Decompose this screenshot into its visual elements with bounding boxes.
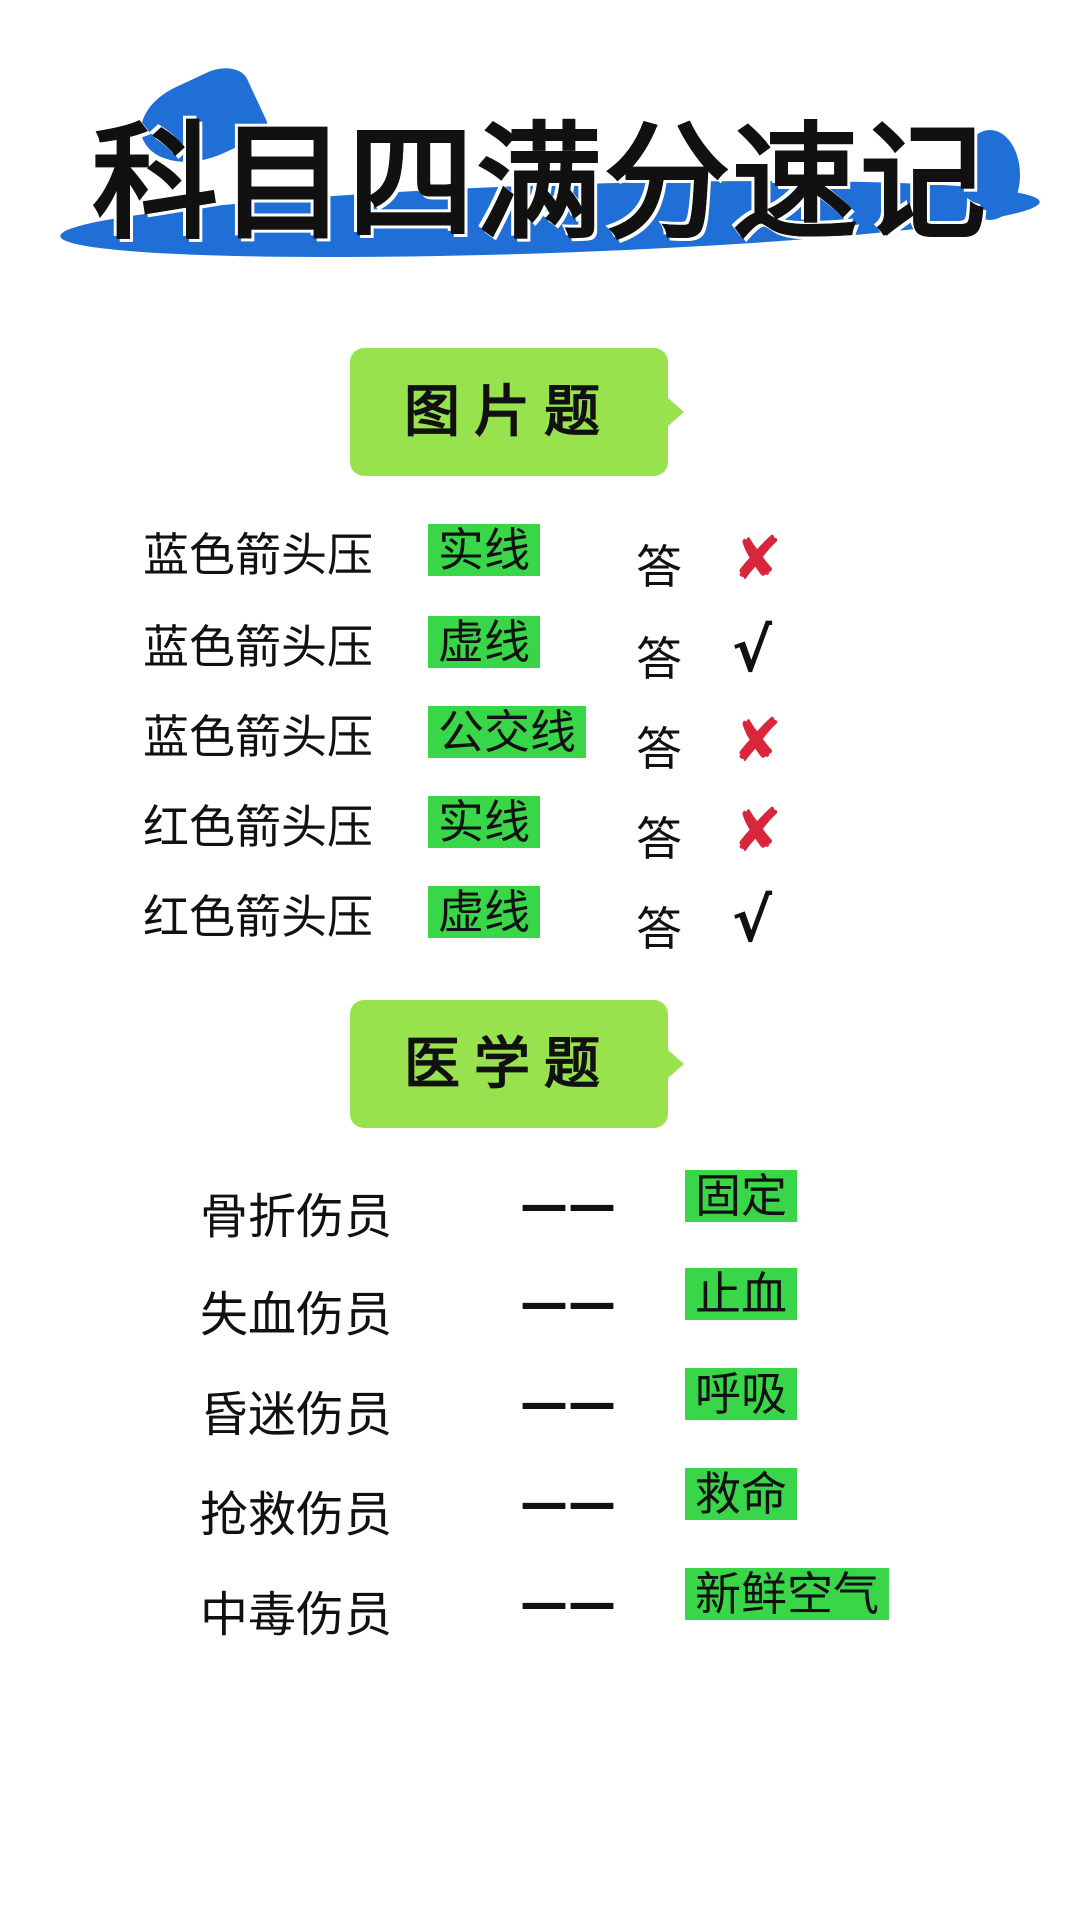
list-item: 红色箭头压 虚线 答 √ [0,882,1080,956]
row-prefix: 蓝色箭头压 [143,710,373,764]
casualty-type: 骨折伤员 [200,1189,393,1245]
dash-separator: —— [520,1575,616,1631]
treatment-tag: 止血 [685,1268,797,1320]
section-label-picture: 图片题 [350,348,684,476]
answer-label: 答 [636,902,682,956]
dash-separator: —— [520,1275,616,1331]
dash-separator: —— [520,1475,616,1531]
row-prefix: 红色箭头压 [143,800,373,854]
line-type-tag: 实线 [428,524,540,576]
treatment-tag: 呼吸 [685,1368,797,1420]
list-item: 骨折伤员 —— 固定 [0,1170,1080,1245]
list-item: 昏迷伤员 —— 呼吸 [0,1368,1080,1443]
casualty-type: 抢救伤员 [200,1487,393,1543]
casualty-type: 中毒伤员 [200,1587,393,1643]
title-swoosh-tail [960,130,1020,220]
line-type-tag: 实线 [428,796,540,848]
check-mark-icon: √ [732,886,773,956]
line-type-tag: 虚线 [428,886,540,938]
list-item: 蓝色箭头压 实线 答 ✘ [0,520,1080,594]
list-item: 失血伤员 —— 止血 [0,1268,1080,1343]
list-item: 蓝色箭头压 虚线 答 √ [0,612,1080,686]
row-prefix: 蓝色箭头压 [143,528,373,582]
casualty-type: 昏迷伤员 [200,1387,393,1443]
page-title: 科目四满分速记 [92,109,988,257]
row-prefix: 红色箭头压 [143,890,373,944]
check-mark-icon: √ [732,616,773,686]
title-banner: 科目四满分速记 [0,58,1080,271]
wrong-mark-icon: ✘ [732,796,783,866]
answer-label: 答 [636,812,682,866]
answer-label: 答 [636,722,682,776]
dash-separator: —— [520,1177,616,1233]
list-item: 抢救伤员 —— 救命 [0,1468,1080,1543]
list-item: 中毒伤员 —— 新鲜空气 [0,1568,1080,1643]
wrong-mark-icon: ✘ [732,524,783,594]
list-item: 蓝色箭头压 公交线 答 ✘ [0,702,1080,776]
answer-label: 答 [636,632,682,686]
line-type-tag: 虚线 [428,616,540,668]
line-type-tag: 公交线 [428,706,586,758]
answer-label: 答 [636,540,682,594]
row-prefix: 蓝色箭头压 [143,620,373,674]
section-label-medical: 医学题 [350,1000,684,1128]
treatment-tag: 救命 [685,1468,797,1520]
list-item: 红色箭头压 实线 答 ✘ [0,792,1080,866]
treatment-tag: 固定 [685,1170,797,1222]
dash-separator: —— [520,1375,616,1431]
wrong-mark-icon: ✘ [732,706,783,776]
casualty-type: 失血伤员 [200,1287,393,1343]
treatment-tag: 新鲜空气 [685,1568,889,1620]
